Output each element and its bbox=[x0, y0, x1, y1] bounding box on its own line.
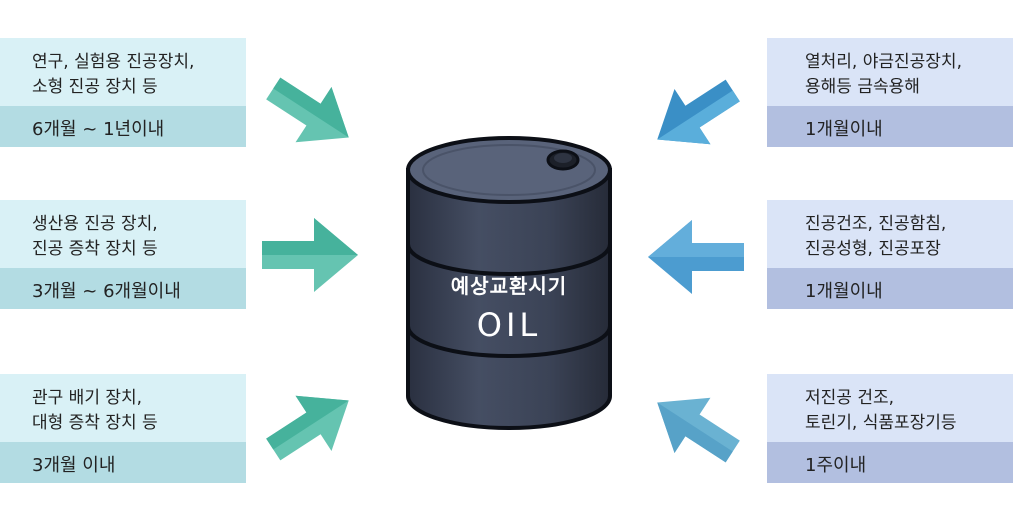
right-box-1-description: 열처리, 야금진공장치, 용해등 금속용해 bbox=[767, 38, 1013, 106]
right-box-1: 열처리, 야금진공장치, 용해등 금속용해 1개월이내 bbox=[767, 38, 1013, 147]
right-box-1-line1: 열처리, 야금진공장치, bbox=[805, 52, 962, 72]
left-box-3-period: 3개월 이내 bbox=[0, 442, 246, 483]
arrow-left-top-icon bbox=[266, 77, 349, 143]
right-box-2-line2: 진공성형, 진공포장 bbox=[805, 239, 941, 259]
left-box-2: 생산용 진공 장치, 진공 증착 장치 등 3개월 ~ 6개월이내 bbox=[0, 200, 246, 309]
left-box-3-description: 관구 배기 장치, 대형 증착 장치 등 bbox=[0, 374, 246, 442]
left-box-3-line1: 관구 배기 장치, bbox=[32, 388, 143, 408]
right-box-3-description: 저진공 건조, 토린기, 식품포장기등 bbox=[767, 374, 1013, 442]
right-box-3-period: 1주이내 bbox=[767, 442, 1013, 483]
right-box-3: 저진공 건조, 토린기, 식품포장기등 1주이내 bbox=[767, 374, 1013, 483]
arrow-left-bottom-icon bbox=[266, 395, 349, 461]
right-box-1-line2: 용해등 금속용해 bbox=[805, 77, 920, 97]
left-box-2-line2: 진공 증착 장치 등 bbox=[32, 239, 158, 259]
left-box-1-period: 6개월 ~ 1년이내 bbox=[0, 106, 246, 147]
arrow-right-top-icon bbox=[657, 79, 740, 145]
left-box-3: 관구 배기 장치, 대형 증착 장치 등 3개월 이내 bbox=[0, 374, 246, 483]
right-box-3-line2: 토린기, 식품포장기등 bbox=[805, 413, 957, 433]
arrow-right-bottom-icon bbox=[657, 397, 740, 463]
right-box-2: 진공건조, 진공함침, 진공성형, 진공포장 1개월이내 bbox=[767, 200, 1013, 309]
arrow-right-middle-icon bbox=[648, 220, 744, 294]
right-box-2-description: 진공건조, 진공함침, 진공성형, 진공포장 bbox=[767, 200, 1013, 268]
right-box-2-period: 1개월이내 bbox=[767, 268, 1013, 309]
left-box-2-line1: 생산용 진공 장치, bbox=[32, 214, 158, 234]
left-box-3-line2: 대형 증착 장치 등 bbox=[32, 413, 158, 433]
oil-barrel-icon bbox=[406, 136, 612, 430]
left-box-2-period: 3개월 ~ 6개월이내 bbox=[0, 268, 246, 309]
right-box-1-period: 1개월이내 bbox=[767, 106, 1013, 147]
left-box-1: 연구, 실험용 진공장치, 소형 진공 장치 등 6개월 ~ 1년이내 bbox=[0, 38, 246, 147]
barrel-label-oil: OIL bbox=[476, 306, 542, 344]
left-box-1-description: 연구, 실험용 진공장치, 소형 진공 장치 등 bbox=[0, 38, 246, 106]
right-box-2-line1: 진공건조, 진공함침, bbox=[805, 214, 947, 234]
arrow-left-middle-icon bbox=[262, 218, 358, 292]
left-box-1-line1: 연구, 실험용 진공장치, bbox=[32, 52, 195, 72]
left-box-2-description: 생산용 진공 장치, 진공 증착 장치 등 bbox=[0, 200, 246, 268]
barrel-label-korean: 예상교환시기 bbox=[450, 274, 568, 298]
left-box-1-line2: 소형 진공 장치 등 bbox=[32, 77, 158, 97]
right-box-3-line1: 저진공 건조, bbox=[805, 388, 895, 408]
